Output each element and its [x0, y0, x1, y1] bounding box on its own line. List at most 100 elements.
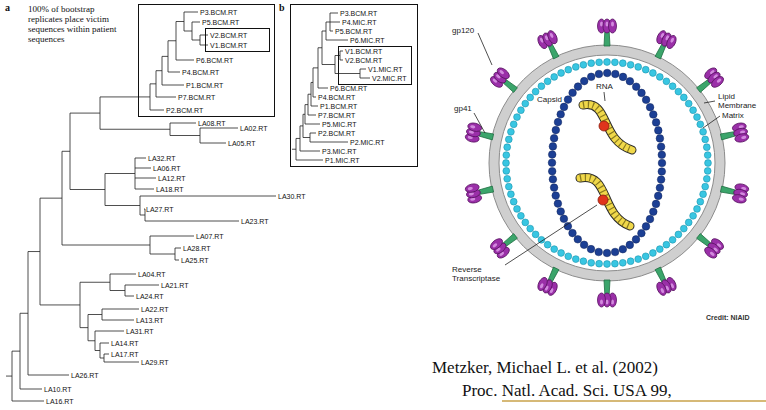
tree-branch	[310, 142, 348, 143]
capsid-dot	[650, 208, 658, 216]
rna-outline	[580, 177, 630, 226]
rna-helix-stripes	[580, 177, 630, 226]
gp120-lobe	[489, 237, 505, 252]
tree-branch	[105, 205, 140, 206]
matrix-dot	[700, 191, 707, 198]
tree-branch	[100, 358, 104, 359]
gp120-lobe	[536, 276, 549, 292]
gp120-highlight	[670, 37, 675, 43]
tree-branch	[305, 104, 308, 105]
tree-branch	[156, 70, 162, 71]
matrix-dot	[656, 74, 663, 81]
gp120-lobe	[655, 281, 668, 297]
clade-box: P3.BCM.RTP5.BCM.RTP6.BCM.RTP4.BCM.RTP1.B…	[138, 4, 275, 117]
gp120-lobe	[710, 74, 726, 89]
capsid-dot	[626, 241, 634, 249]
sequence-label: LA21.RT	[161, 281, 189, 290]
clade-box: P3.BCM.RTP4.MIC.RTP5.BCM.RTP6.MIC.RTP6.B…	[290, 4, 418, 167]
clade-box: V1.BCM.RTV2.BCM.RTV1.MIC.RTV2.MIC.RT	[338, 46, 412, 85]
sequence-label: LA30.RT	[278, 192, 306, 201]
sequence-label: P5.BCM.RT	[202, 18, 239, 27]
tree-branch	[308, 94, 311, 95]
gp41-stem	[604, 280, 610, 294]
gp41-stem	[604, 32, 610, 46]
gp120-lobe	[598, 293, 606, 307]
tree-branch	[110, 290, 125, 291]
capsid-dot	[569, 229, 577, 237]
tree-branch	[200, 143, 226, 144]
capsid-dot	[658, 151, 666, 159]
clade-box: V2.BCM.RTV1.BCM.RT	[205, 28, 270, 52]
capsid-dot	[603, 249, 611, 257]
sequence-label: LA14.RT	[111, 339, 139, 348]
capsid-dot	[642, 223, 650, 231]
tree-branch	[360, 69, 366, 70]
matrix-dot	[702, 183, 709, 190]
capsid-dot	[557, 208, 565, 216]
gp120-highlight	[499, 69, 505, 75]
capsid-dot	[632, 236, 640, 244]
reverse-transcriptase-dot	[598, 195, 608, 205]
sequence-label: LA10.RT	[44, 385, 72, 394]
capsid-dot	[552, 126, 560, 134]
rna-strand	[580, 177, 630, 226]
tree-branch	[80, 282, 110, 283]
matrix-dot	[680, 225, 687, 232]
virion-label: gp120	[452, 26, 474, 35]
matrix-dot	[551, 246, 558, 253]
tree-branch	[322, 31, 326, 32]
tree-branch	[20, 389, 42, 390]
matrix-dot	[505, 136, 512, 143]
tree-branch	[150, 254, 175, 255]
matrix-dot	[690, 212, 697, 219]
matrix-dot	[627, 258, 634, 265]
sequence-label: P1.MIC.RT	[325, 156, 360, 165]
sequence-label: LA24.RT	[136, 292, 164, 301]
credit-note: Credit: NIAID	[706, 313, 750, 322]
tree-branch	[305, 124, 320, 125]
tree-branch	[176, 60, 194, 61]
matrix-dot	[538, 83, 545, 90]
lipid-membrane	[494, 50, 720, 276]
gp120-lobe	[495, 66, 511, 81]
tree-branch	[95, 331, 124, 332]
matrix-dot	[650, 70, 657, 77]
tree-branch	[80, 327, 88, 328]
matrix-dot	[642, 66, 649, 73]
matrix-dot	[503, 152, 510, 159]
sequence-label: LA26.RT	[71, 371, 99, 380]
tree-branch	[162, 56, 168, 57]
matrix-dot	[704, 168, 711, 175]
sequence-label: P3.BCM.RT	[200, 8, 237, 17]
matrix-dot	[588, 60, 595, 67]
sequence-label: LA27.RT	[146, 205, 174, 214]
capsid-dot	[569, 89, 577, 97]
tree-branch	[156, 97, 176, 98]
matrix-dot	[596, 260, 603, 267]
matrix-dot	[697, 198, 704, 205]
matrix-dot	[504, 144, 511, 151]
annotation-note: 100% of bootstrap replicates place victi…	[28, 4, 128, 44]
panel-letter: b	[279, 1, 285, 14]
matrix-dot	[503, 168, 510, 175]
capsid-dot	[611, 248, 619, 256]
tree-branch	[200, 128, 238, 129]
sequence-label: LA29.RT	[141, 358, 169, 367]
tree-branch	[150, 236, 194, 237]
tree-branch	[175, 260, 179, 261]
tree-branch	[100, 96, 150, 97]
matrix-dot	[685, 100, 692, 107]
leader-line	[505, 205, 597, 265]
sequence-label: P3.MIC.RT	[322, 147, 357, 156]
tree-branch	[313, 97, 316, 98]
capsid-dot	[658, 159, 666, 167]
sequence-label: LA22.RT	[141, 305, 169, 314]
tree-branch	[135, 189, 154, 190]
sequence-label: P1.BCM.RT	[186, 81, 223, 90]
tree-branch	[70, 189, 105, 190]
gp120-highlight	[549, 32, 554, 38]
tree-branch	[176, 21, 184, 22]
capsid-dot	[560, 103, 568, 111]
